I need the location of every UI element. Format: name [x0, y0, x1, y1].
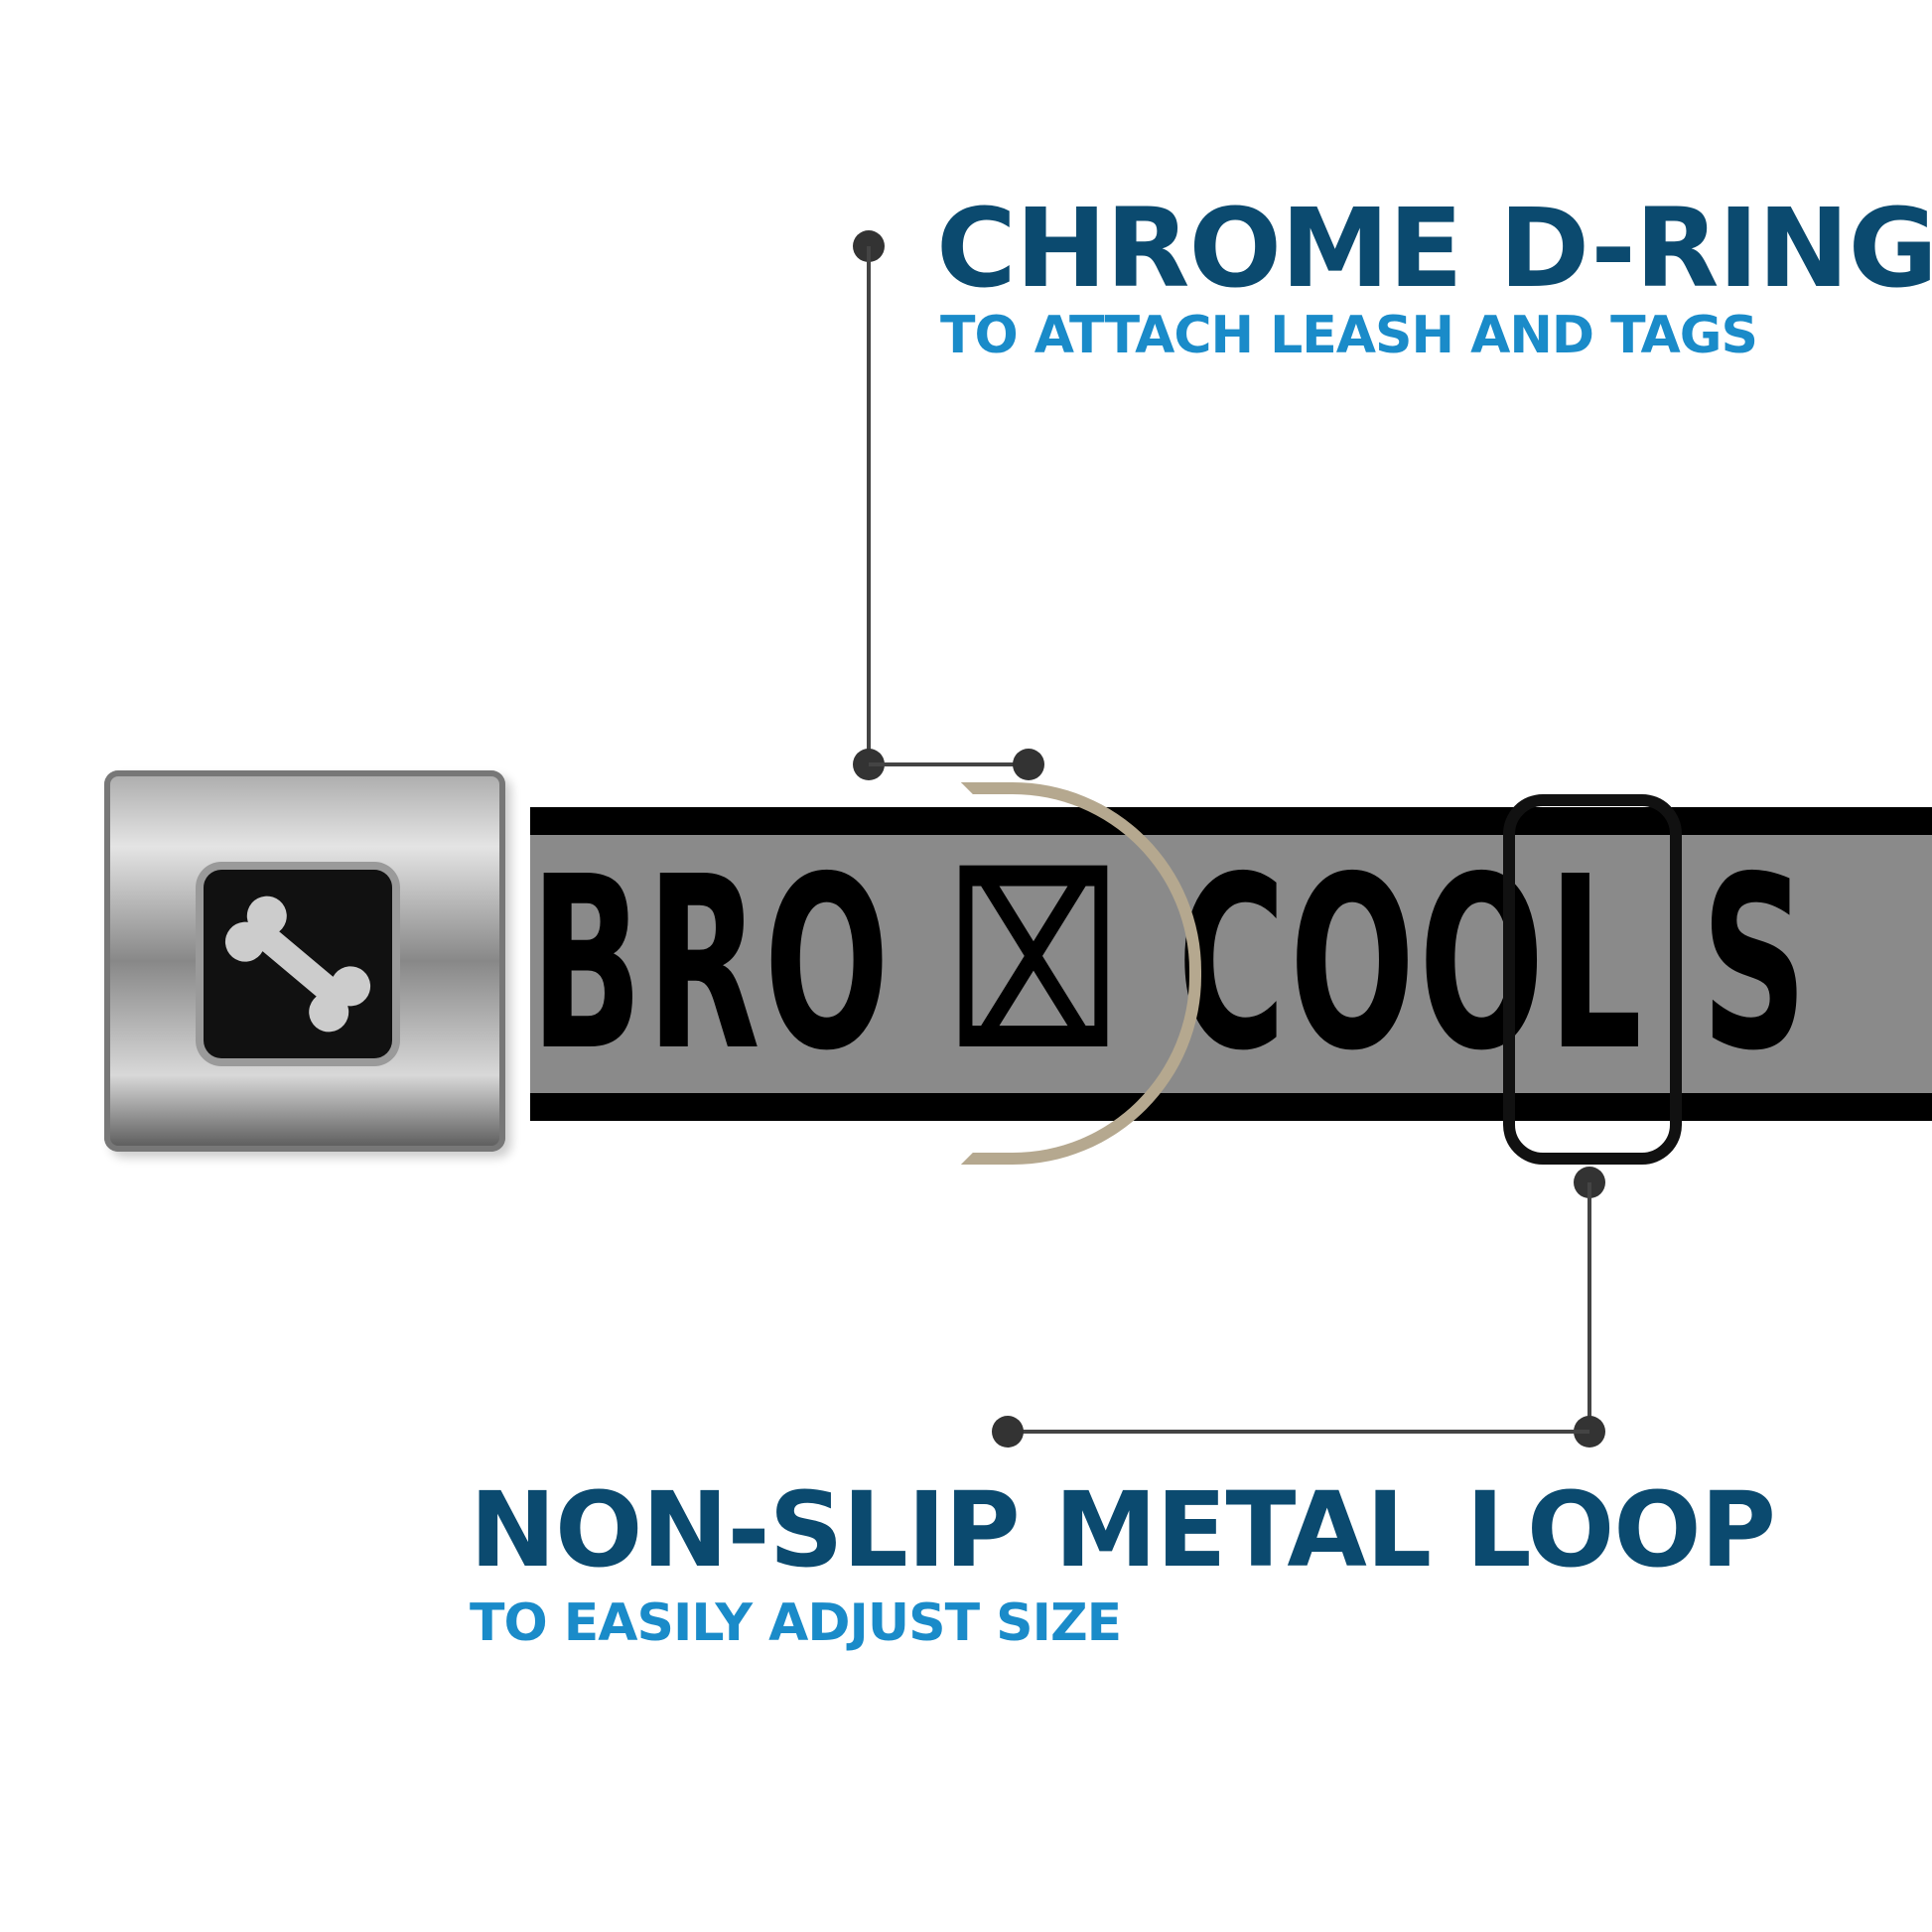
callout-line — [1008, 1430, 1589, 1434]
loop-title: NON-SLIP METAL LOOP — [470, 1469, 1776, 1590]
loop-subtitle: TO EASILY ADJUST SIZE — [470, 1593, 1122, 1653]
buckle-plate — [204, 870, 392, 1058]
d-ring-title: CHROME D-RING — [936, 185, 1932, 312]
collar-strap: BRO ⌧ COOL S — [530, 807, 1932, 1121]
callout-dot — [992, 1416, 1024, 1448]
d-ring-subtitle: TO ATTACH LEASH AND TAGS — [940, 306, 1758, 365]
callout-line — [867, 246, 871, 764]
callout-dot — [1013, 749, 1044, 780]
metal-loop — [1503, 794, 1682, 1165]
callout-line — [1587, 1182, 1591, 1432]
callout-line — [869, 762, 1029, 766]
seatbelt-buckle — [104, 770, 505, 1152]
bone-icon — [224, 896, 371, 1033]
